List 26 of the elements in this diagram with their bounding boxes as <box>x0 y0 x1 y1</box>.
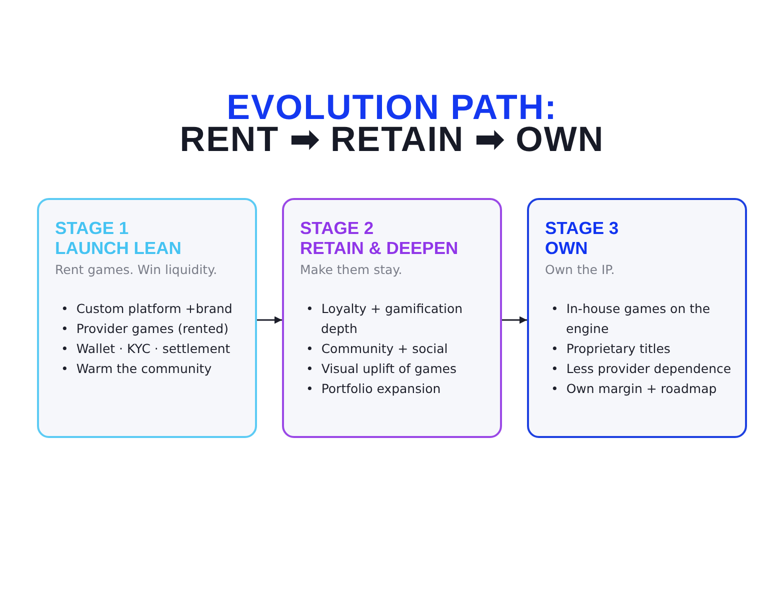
bullet-item: • Portfolio expansion <box>306 380 442 398</box>
stage-heading: STAGE 3 <box>545 218 620 238</box>
bullet-item: • Wallet · KYC · settlement <box>61 340 232 358</box>
bullet-item: • In-house games on the engine <box>551 300 712 338</box>
bullet-item: • Loyalty + gamification depth <box>306 300 464 338</box>
bullet-item: • Visual uplift of games <box>306 360 458 378</box>
bullet-item: • Provider games (rented) <box>61 320 230 338</box>
stage-heading: STAGE 1 <box>55 218 130 238</box>
bullet-item: • Less provider dependence <box>551 360 732 378</box>
bullet-item: • Own margin + roadmap <box>551 380 718 398</box>
stage-heading: RETAIN & DEEPEN <box>300 238 460 258</box>
arrow <box>502 316 527 324</box>
stage-card <box>527 198 747 438</box>
stage-tagline: Own the IP. <box>545 262 616 277</box>
bullet-item: • Proprietary titles <box>551 340 672 358</box>
stage-heading: OWN <box>545 238 589 258</box>
stage-card <box>282 198 502 438</box>
stage-tagline: Rent games. Win liquidity. <box>55 262 218 277</box>
stage-tagline: Make them stay. <box>300 262 404 277</box>
bullet-item: • Community + social <box>306 340 449 358</box>
bullet-item: • Warm the community <box>61 360 213 378</box>
arrow <box>257 316 282 324</box>
stage-heading: LAUNCH LEAN <box>55 238 182 258</box>
stage-card <box>37 198 257 438</box>
bullet-item: • Custom platform +brand <box>61 300 234 318</box>
stage-heading: STAGE 2 <box>300 218 375 238</box>
